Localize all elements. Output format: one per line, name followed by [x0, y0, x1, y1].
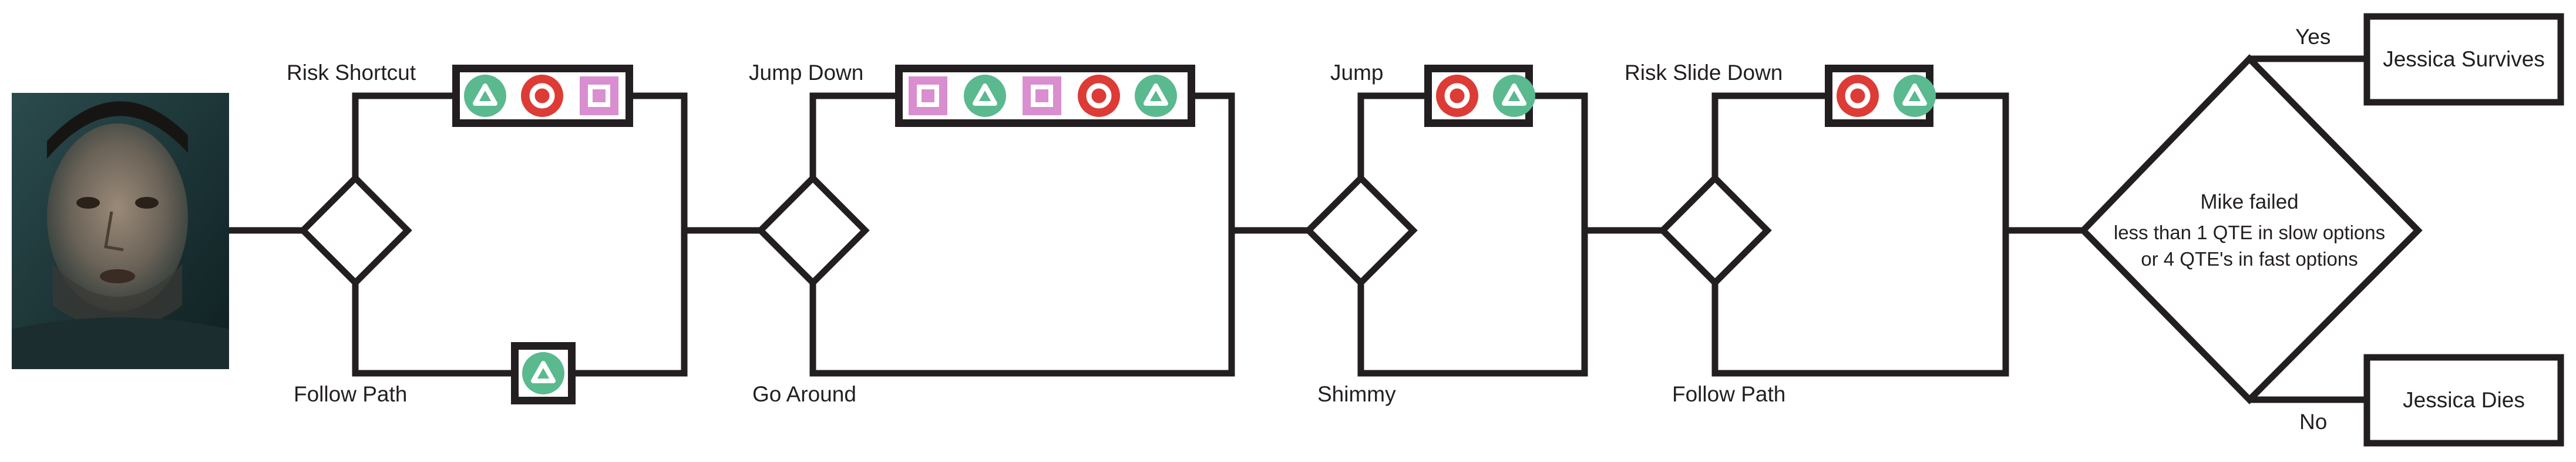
connector-lines [229, 55, 2367, 403]
decision-3-top-label: Jump [1330, 61, 1383, 85]
square-button-icon [580, 76, 618, 115]
decision-2-bottom-label: Go Around [752, 382, 856, 406]
decision-diamonds [298, 54, 2423, 404]
decision-diamond-4 [1658, 173, 1772, 287]
outcome-dies-label: Jessica Dies [2403, 388, 2525, 412]
decision-4-top-label: Risk Slide Down [1625, 61, 1783, 85]
final-check-line-1: Mike failed [2200, 190, 2298, 213]
yes-label: Yes [2295, 25, 2330, 49]
qte-group-decision-3-top [1424, 65, 1535, 127]
decision-diamond-3 [1304, 173, 1418, 287]
triangle-button-icon [522, 352, 564, 394]
qte-icons [909, 75, 1177, 117]
qte-icons [1837, 75, 1936, 117]
square-button-icon [909, 76, 947, 115]
final-check-line-3: or 4 QTE's in fast options [2141, 248, 2358, 270]
decision-1-top-label: Risk Shortcut [287, 61, 416, 85]
final-check-diamond [2079, 54, 2423, 404]
circle-button-icon [1837, 75, 1879, 117]
square-button-icon [1023, 76, 1061, 115]
mike-portrait [12, 93, 229, 369]
decision-diamond-1 [298, 173, 412, 287]
qte-icons [522, 352, 564, 394]
decision-2-top-label: Jump Down [749, 61, 863, 85]
outcome-dies-box: Jessica Dies [2363, 354, 2564, 447]
circle-button-icon [1078, 75, 1120, 117]
qte-icons [464, 75, 618, 117]
outcome-survives-label: Jessica Survives [2383, 47, 2545, 71]
qte-group-decision-1-bottom [511, 342, 576, 404]
decision-diamond-2 [756, 173, 870, 287]
triangle-button-icon [964, 75, 1006, 117]
triangle-button-icon [1135, 75, 1177, 117]
qte-group-decision-4-top [1825, 65, 1936, 127]
circle-button-icon [521, 75, 563, 117]
outcome-survives-box: Jessica Survives [2363, 13, 2564, 106]
qte-group-decision-2-top [895, 65, 1195, 127]
decision-4-bottom-label: Follow Path [1672, 382, 1785, 406]
no-label: No [2299, 410, 2327, 434]
decision-3-bottom-label: Shimmy [1317, 382, 1396, 406]
triangle-button-icon [1493, 75, 1535, 117]
circle-button-icon [1436, 75, 1478, 117]
triangle-button-icon [464, 75, 506, 117]
final-check-line-2: less than 1 QTE in slow options [2114, 222, 2385, 243]
qte-icons [1436, 75, 1535, 117]
qte-group-decision-1-top [452, 65, 633, 127]
decision-1-bottom-label: Follow Path [294, 382, 407, 406]
triangle-button-icon [1894, 75, 1936, 117]
